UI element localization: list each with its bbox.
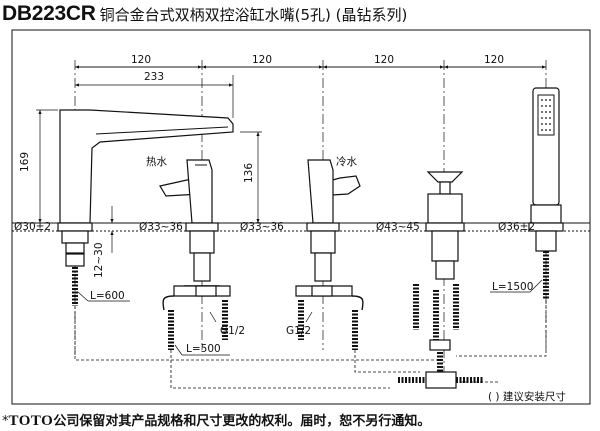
valve-hose-callout: L=500 bbox=[174, 343, 230, 356]
drawing-frame bbox=[11, 29, 591, 405]
shower-hose-callout: L=1500 bbox=[490, 279, 543, 293]
dim-deck-range: 12~30 bbox=[93, 242, 105, 278]
disclaimer-text: 公司保留对其产品规格和尺寸更改的权利。届时，恕不另行通知。 bbox=[53, 414, 431, 429]
spout-hose-callout: L=600 bbox=[77, 290, 130, 302]
connection-pipes bbox=[74, 300, 547, 389]
spacing-dimensions: 120 120 120 120 233 bbox=[75, 54, 546, 118]
label-cold: 冷水 bbox=[336, 155, 357, 168]
hand-shower bbox=[528, 87, 564, 300]
footer-asterisk: * bbox=[2, 414, 9, 429]
legend-note: ( ) 建议安装尺寸 bbox=[488, 390, 566, 403]
dim-spacing-4: 120 bbox=[484, 54, 504, 66]
diverter bbox=[413, 171, 465, 372]
spout bbox=[57, 109, 234, 306]
deck-line bbox=[12, 222, 590, 232]
cold-valve bbox=[295, 159, 364, 350]
dim-hose-shower: L=1500 bbox=[492, 281, 533, 293]
dim-hose-spout: L=600 bbox=[90, 290, 125, 302]
footer-note: *TOTO公司保留对其产品规格和尺寸更改的权利。届时，恕不另行通知。 bbox=[2, 410, 430, 430]
dim-hole-5: Ø36±2 bbox=[498, 221, 535, 233]
spout-height-dimension: 169 12~30 bbox=[19, 109, 114, 278]
thread-label-1: G1/2 bbox=[220, 325, 245, 337]
thread-callout-2: G1/2 bbox=[286, 311, 313, 337]
product-description: 铜合金台式双柄双控浴缸水嘴(5孔) (晶钻系列) bbox=[99, 6, 408, 24]
shower-nozzles bbox=[541, 99, 551, 131]
dim-spout-reach: 233 bbox=[144, 71, 164, 83]
brand-logo: TOTO bbox=[8, 413, 54, 429]
model-number: DB223CR bbox=[2, 2, 96, 25]
thread-label-2: G1/2 bbox=[286, 325, 311, 337]
dim-spacing-3: 120 bbox=[374, 54, 394, 66]
hot-valve bbox=[159, 159, 231, 350]
dim-spacing-1: 120 bbox=[131, 54, 151, 66]
thread-callout-1: G1/2 bbox=[209, 311, 245, 337]
dim-spout-height: 169 bbox=[19, 152, 31, 172]
handle-height-dimension: 136 bbox=[240, 131, 262, 223]
dim-hose-valve: L=500 bbox=[186, 343, 221, 355]
label-hot: 热水 bbox=[146, 155, 167, 168]
dim-hole-1: Ø30±2 bbox=[14, 221, 51, 233]
dim-spacing-2: 120 bbox=[252, 54, 272, 66]
dim-hole-3: Ø33~36 bbox=[240, 221, 284, 233]
dim-hole-2: Ø33~36 bbox=[139, 221, 183, 233]
dim-handle-height: 136 bbox=[243, 163, 255, 183]
dim-hole-4: Ø43~45 bbox=[376, 221, 420, 233]
